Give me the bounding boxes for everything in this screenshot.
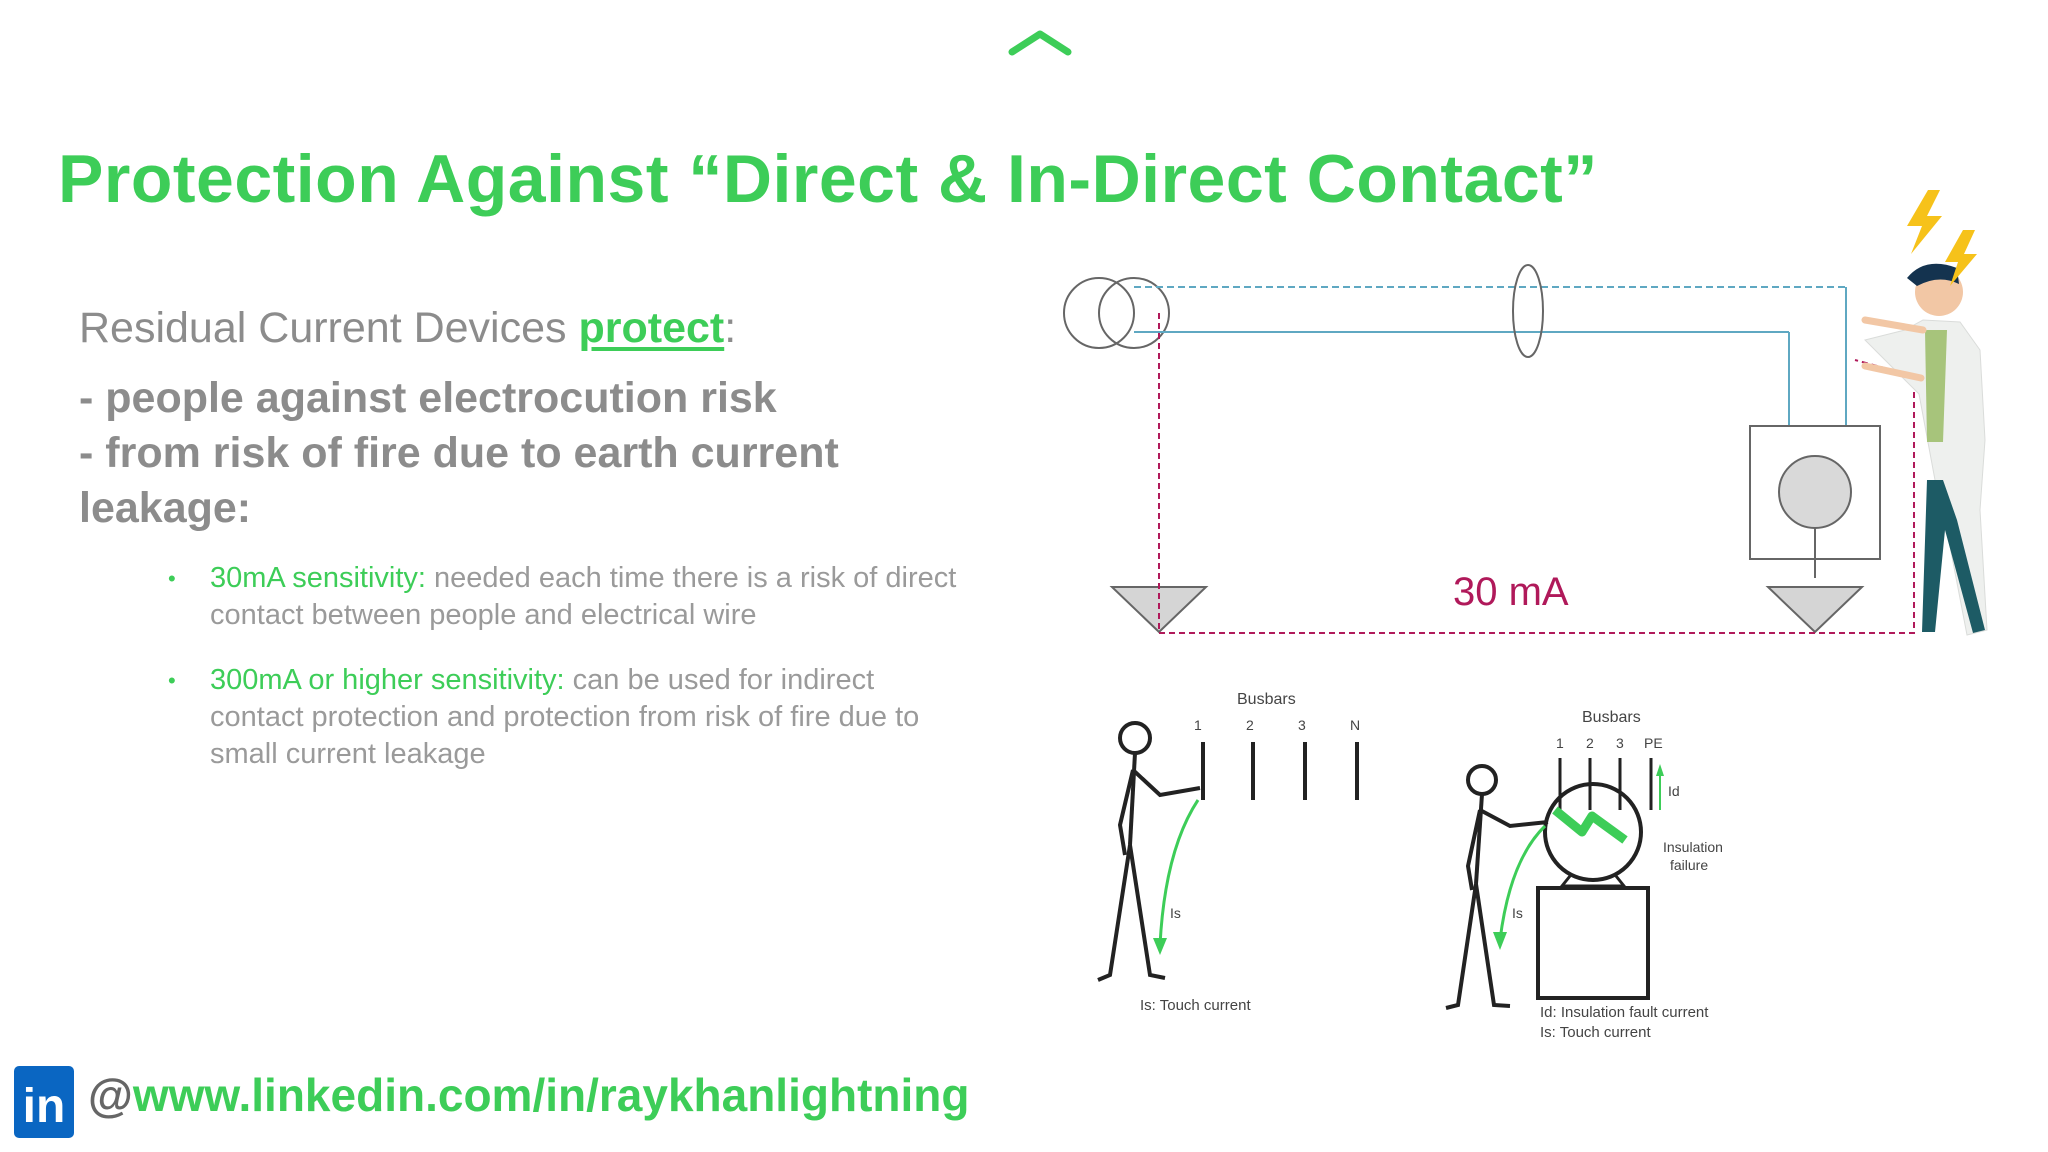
point-leakage: leakage: (79, 484, 252, 532)
lightning-bolt-icon-small (1945, 230, 1977, 286)
chevron-up-icon[interactable] (1000, 22, 1080, 62)
busbars-title-left: Busbars (1237, 691, 1296, 708)
caption-right-line2: Is: Touch current (1540, 1024, 1651, 1041)
intro-line: Residual Current Devices protect: (79, 304, 736, 353)
busbar-label-left-1: 1 (1194, 717, 1202, 733)
fault-current-label: 30 mA (1453, 570, 1569, 614)
touch-current-label-left: Is (1170, 905, 1181, 921)
transformer-primary-coil (1063, 277, 1135, 349)
bullet-300ma-text: can be used for indirect contact protect… (210, 664, 920, 770)
point-fire: - from risk of fire due to earth current (79, 429, 839, 477)
rcd-circuit-diagram: 30 mA (1063, 190, 1988, 636)
slide-title: Protection Against “Direct & In-Direct C… (58, 141, 1598, 217)
insulation-failure-line2: failure (1670, 857, 1708, 873)
earth-load-symbol (1765, 586, 1865, 634)
contact-figures: Busbars 1 2 3 N Is Is: Touch current Bus… (1097, 691, 1723, 1041)
touch-current-label-right: Is (1512, 905, 1523, 921)
handle-url: www.linkedin.com/in/raykhanlightning (132, 1069, 970, 1121)
bullet-30ma-text: needed each time there is a risk of dire… (210, 562, 957, 631)
figure-indirect-contact: Busbars 1 2 3 PE Id Insulation failure I… (1445, 709, 1723, 1041)
busbar-label-left-2: 2 (1246, 717, 1254, 733)
linkedin-logo-text: in (23, 1080, 66, 1133)
fault-current-label-right: Id (1668, 783, 1680, 799)
sensitivity-list: 30mA sensitivity: needed each time there… (168, 560, 958, 801)
busbar-label-left-3: 3 (1298, 717, 1306, 733)
busbar-label-right-1: 1 (1556, 735, 1564, 751)
point-people: - people against electrocution risk (79, 374, 777, 422)
linkedin-link[interactable]: @www.linkedin.com/in/raykhanlightning (88, 1068, 969, 1122)
person-illustration (1861, 263, 1988, 636)
caption-left: Is: Touch current (1140, 997, 1251, 1014)
intro-prefix: Residual Current Devices (79, 304, 579, 352)
bullet-300ma-accent: 300mA or higher sensitivity: (210, 664, 565, 696)
caption-right-line1: Id: Insulation fault current (1540, 1004, 1709, 1021)
busbars-title-right: Busbars (1582, 709, 1641, 726)
intro-accent: protect (578, 304, 725, 352)
busbar-label-right-pe: PE (1644, 735, 1663, 751)
busbar-label-right-2: 2 (1586, 735, 1594, 751)
bullet-30ma: 30mA sensitivity: needed each time there… (168, 560, 958, 634)
figure-direct-contact: Busbars 1 2 3 N Is Is: Touch current (1097, 691, 1360, 1014)
linkedin-icon[interactable]: in (14, 1066, 74, 1138)
intro-suffix: : (724, 304, 737, 352)
handle-at: @ (88, 1069, 133, 1121)
lightning-bolt-icon (1907, 190, 1942, 254)
busbar-label-left-n: N (1350, 717, 1360, 733)
load-motor (1778, 455, 1852, 529)
transformer-secondary-coil (1098, 277, 1170, 349)
bullet-30ma-accent: 30mA sensitivity: (210, 562, 426, 594)
rcd-sensor-ring (1512, 264, 1544, 358)
busbar-label-right-3: 3 (1616, 735, 1624, 751)
insulation-failure-line1: Insulation (1663, 839, 1723, 855)
bullet-300ma: 300mA or higher sensitivity: can be used… (168, 662, 958, 773)
